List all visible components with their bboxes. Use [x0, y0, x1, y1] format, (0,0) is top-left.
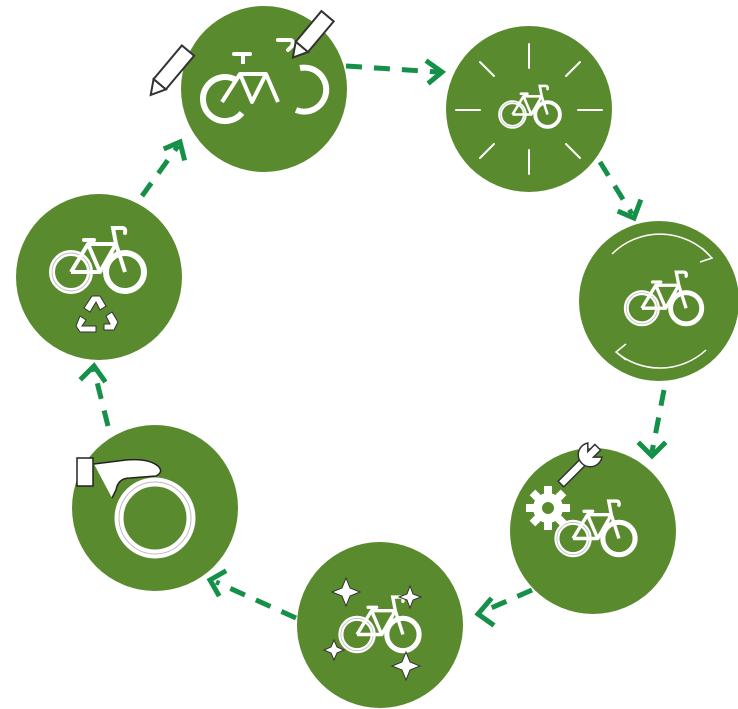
bike-repair-icon — [526, 442, 635, 555]
bike-design-icon — [149, 9, 336, 125]
stage-shine — [446, 26, 612, 192]
arrowhead-6 — [206, 568, 228, 598]
stage-hand-wheel — [72, 425, 238, 591]
arrow-2-to-3 — [597, 160, 635, 216]
stage-cycle — [579, 221, 738, 381]
arrow-6-to-7 — [91, 369, 111, 427]
arrow-5-to-6 — [214, 579, 298, 621]
bike-refurbish-icon — [322, 576, 423, 682]
arrowhead-3 — [616, 198, 644, 222]
hand-wheel-icon — [76, 457, 196, 559]
arrowhead-1 — [162, 138, 188, 162]
stage-repair — [510, 442, 676, 614]
arrowhead-4 — [636, 440, 668, 460]
arrow-heads — [78, 58, 668, 628]
bike-cycle-icon — [611, 233, 714, 369]
bike-recycle-icon — [52, 228, 144, 333]
stage-recycle — [16, 194, 182, 360]
connector-arrows — [91, 63, 667, 621]
recycle-icon — [75, 295, 119, 333]
arrowhead-7 — [78, 362, 108, 384]
arrow-4-to-5 — [480, 587, 534, 615]
stage-refurbish — [297, 542, 463, 708]
arrow-7-to-1 — [139, 144, 181, 198]
bike-shine-icon — [455, 43, 603, 175]
arrow-3-to-4 — [649, 389, 667, 453]
stage-design — [149, 6, 347, 172]
arrowhead-5 — [474, 596, 496, 628]
arrowhead-2 — [424, 58, 447, 86]
arrow-1-to-2 — [345, 63, 439, 75]
